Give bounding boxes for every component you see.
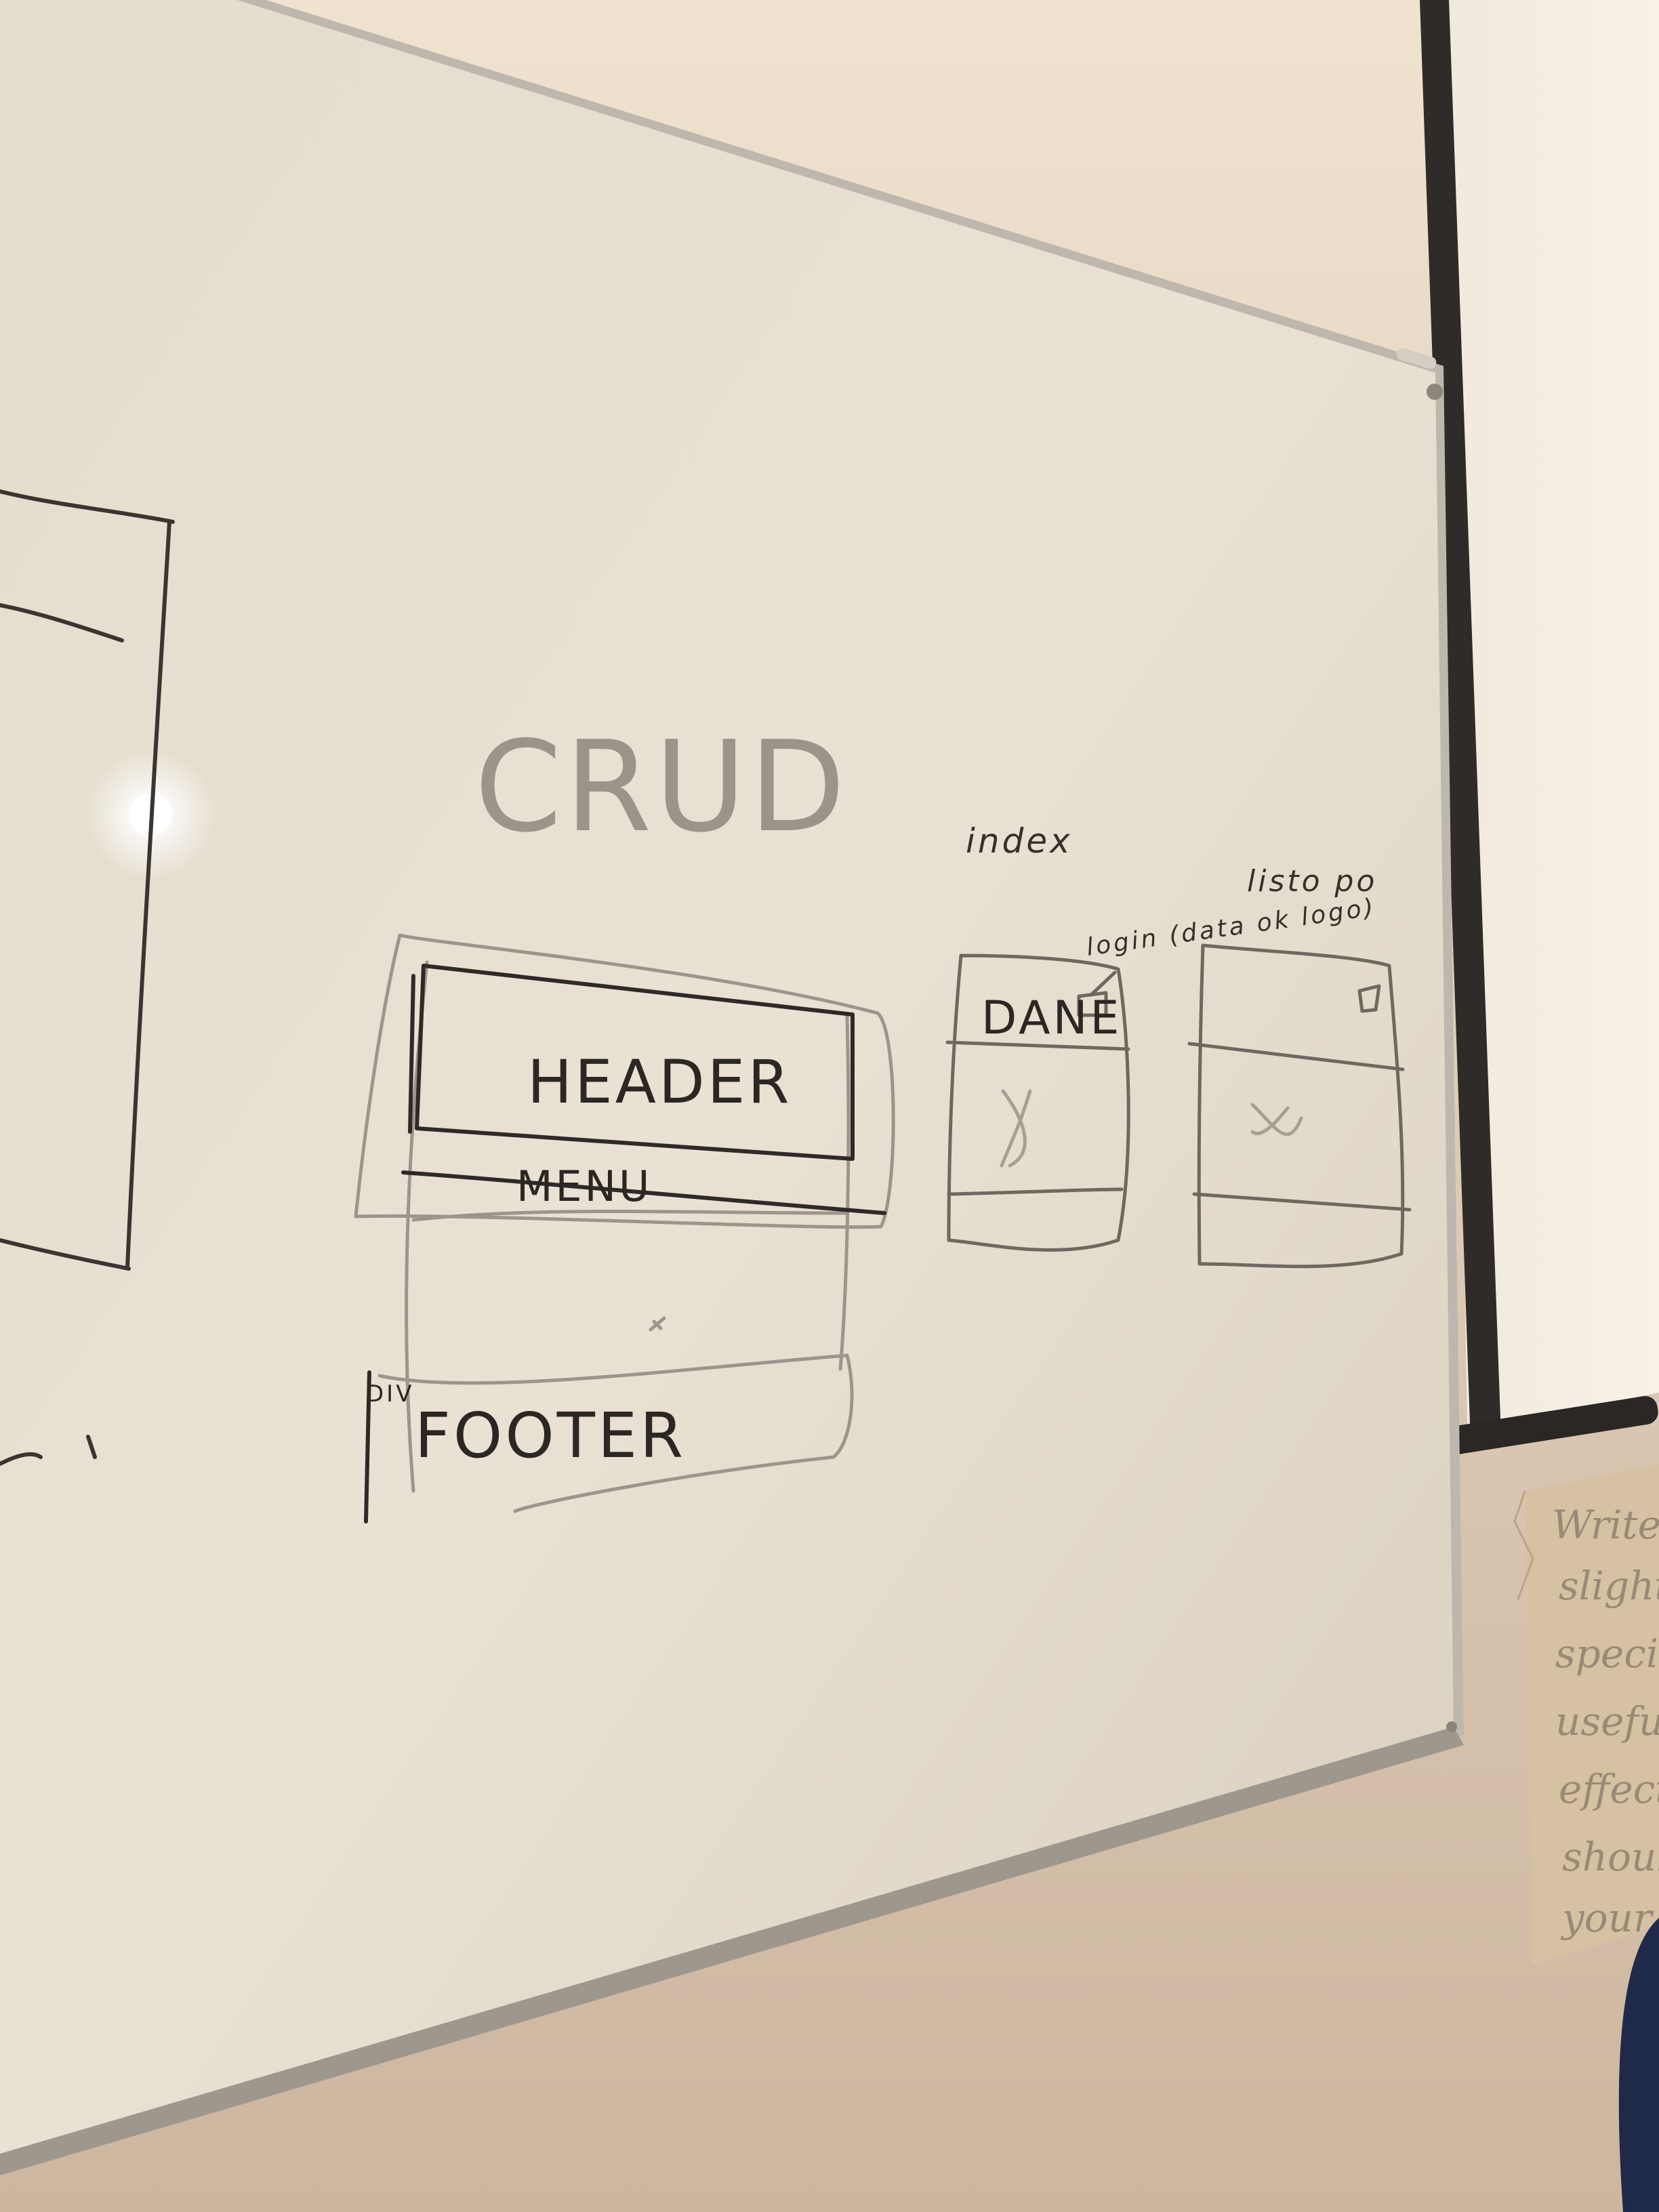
screen-bar (1420, 1395, 1658, 1458)
menu-label: MENU (516, 1162, 652, 1211)
paper-note: Write T slight c specialis useful effect… (1513, 1464, 1659, 1965)
board-title: CRUD (474, 714, 848, 860)
chair (1618, 1918, 1659, 2212)
wireframe-second: listo po (1187, 864, 1412, 1269)
header-label: HEADER (527, 1047, 792, 1117)
paper-note-line-4: useful (1555, 1698, 1659, 1744)
paper-note-line-7: your co (1560, 1895, 1659, 1941)
old-drawing-left (0, 489, 175, 1466)
dane-label: DANE (981, 991, 1122, 1045)
paper-note-line-6: should (1562, 1834, 1659, 1880)
whiteboard (0, 0, 1464, 2175)
second-annotation: listo po (1247, 864, 1377, 899)
div-label: DIV (366, 1380, 414, 1408)
paper-note-line-2: slight c (1559, 1563, 1659, 1609)
projector-screen (1420, 0, 1659, 1458)
paper-note-line-1: Write T (1552, 1502, 1659, 1548)
paper-note-line-5: effectiv (1559, 1766, 1659, 1812)
index-label: index (966, 821, 1073, 861)
paper-note-line-3: specialis (1555, 1631, 1659, 1677)
footer-label: FOOTER (415, 1399, 686, 1472)
wireframe-main: HEADER MENU DIV FOOTER (354, 933, 895, 1523)
